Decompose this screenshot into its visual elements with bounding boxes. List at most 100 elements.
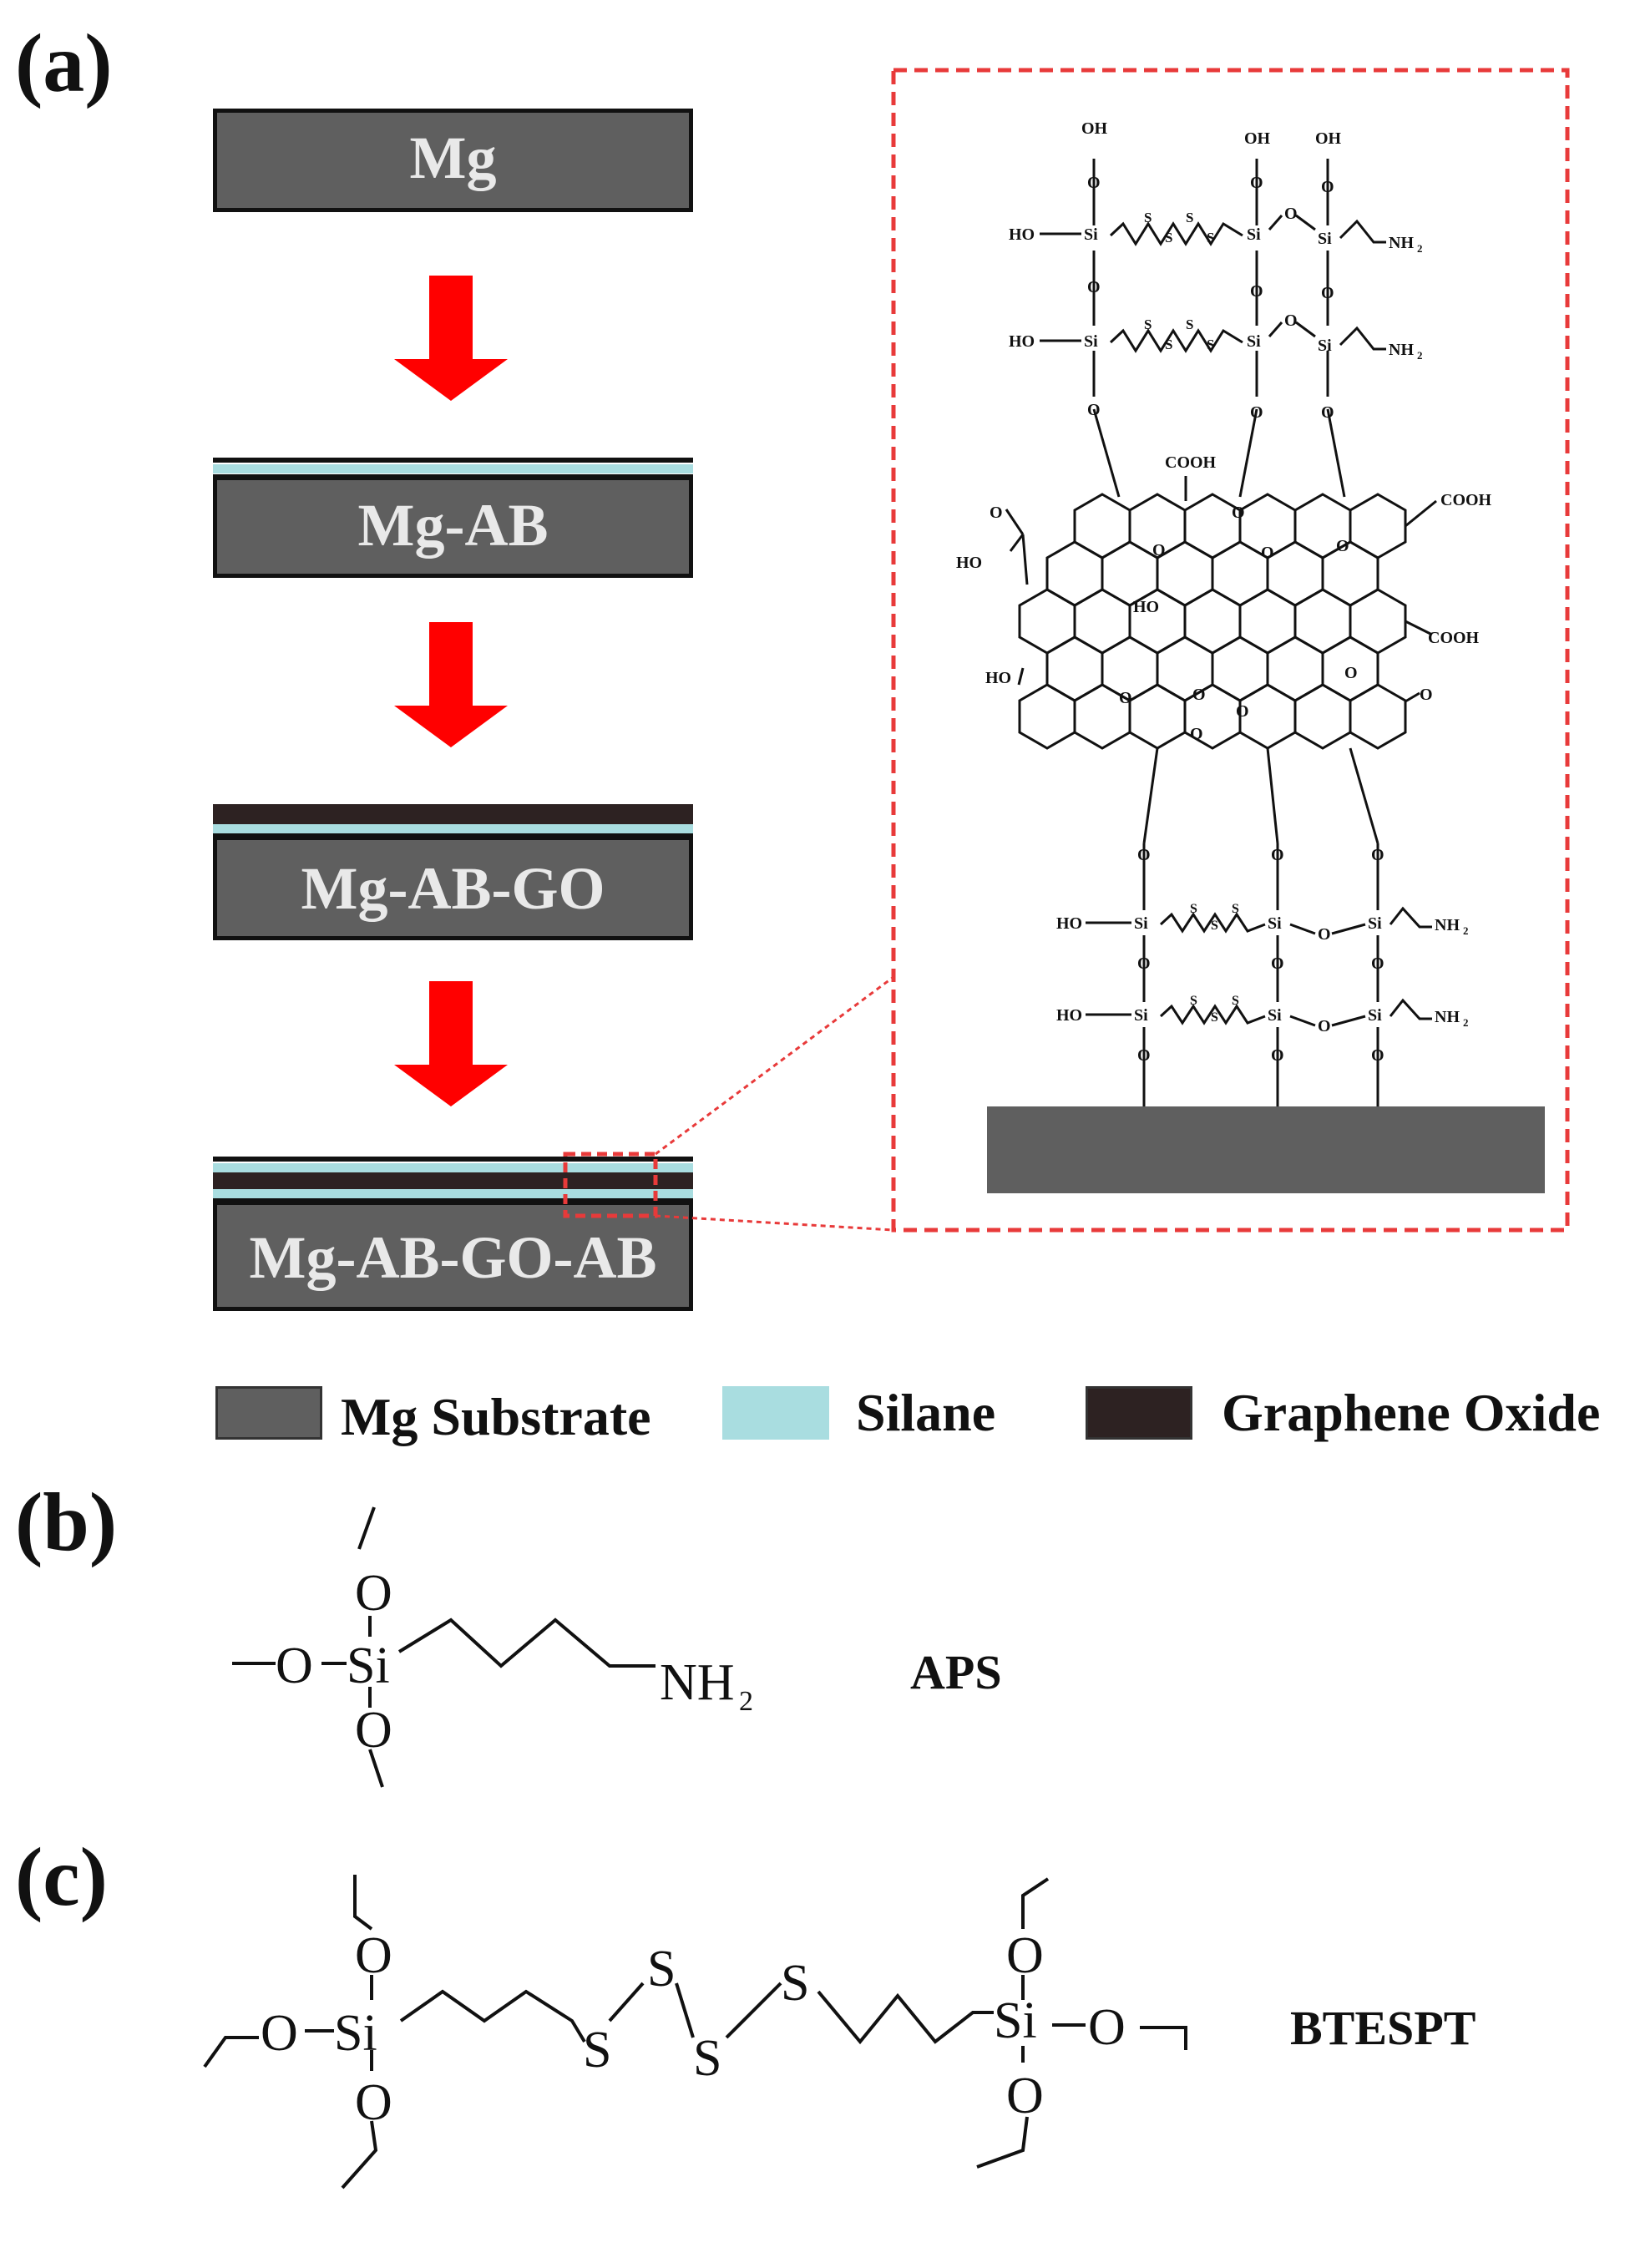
svg-text:S: S (1207, 230, 1214, 246)
btespt-atom-o: O (1006, 1927, 1044, 1984)
aps-atom-o: O (276, 1638, 313, 1694)
panel-label-a: (a) (15, 17, 113, 109)
btespt-atom-si: Si (994, 1992, 1037, 2049)
svg-text:Si: Si (1268, 1006, 1282, 1025)
svg-text:COOH: COOH (1440, 491, 1492, 509)
graphene-oxide-layer (213, 1172, 693, 1189)
svg-text:O: O (1087, 278, 1101, 296)
svg-text:S: S (1190, 994, 1197, 1008)
svg-text:2: 2 (1417, 242, 1423, 255)
down-arrow-icon (394, 981, 508, 1106)
mg-substrate-layer (213, 836, 693, 940)
svg-text:Si: Si (1134, 914, 1148, 933)
svg-text:NH: NH (1389, 341, 1414, 359)
zoom-connector-line (655, 975, 894, 1156)
svg-text:O: O (1137, 954, 1151, 973)
svg-text:O: O (1271, 954, 1284, 973)
zoomed-mg-substrate (987, 1106, 1545, 1193)
separator-line (213, 1198, 693, 1202)
svg-text:O: O (1321, 178, 1334, 196)
svg-text:OH: OH (1315, 129, 1342, 148)
legend-swatch-graphene-oxide (1086, 1386, 1192, 1440)
aps-atom-sub2: 2 (739, 1686, 753, 1717)
svg-text:HO: HO (956, 554, 982, 572)
svg-text:O: O (1250, 282, 1263, 301)
svg-text:O: O (1087, 174, 1101, 192)
svg-text:O: O (1344, 664, 1358, 682)
svg-text:Si: Si (1318, 337, 1332, 355)
separator-line (213, 833, 693, 838)
graphene-oxide-sheet (1018, 493, 1407, 750)
stack-mg-ab-go: Mg-AB-GO (213, 804, 693, 940)
svg-text:S: S (1144, 210, 1152, 225)
svg-text:S: S (1144, 316, 1152, 332)
svg-text:Si: Si (1268, 914, 1282, 933)
svg-text:HO: HO (1009, 225, 1035, 244)
svg-text:COOH: COOH (1165, 453, 1217, 472)
svg-text:O: O (990, 504, 1003, 522)
svg-text:O: O (1284, 205, 1298, 223)
btespt-atom-o: O (1088, 1999, 1126, 2056)
mg-substrate-layer (213, 1201, 693, 1311)
svg-text:HO: HO (1056, 1006, 1082, 1025)
mg-substrate-layer (213, 476, 693, 578)
svg-text:S: S (1190, 902, 1197, 916)
zoom-detail-box (891, 68, 1570, 1233)
down-arrow-icon (394, 622, 508, 747)
svg-text:O: O (1250, 174, 1263, 192)
svg-text:O: O (1371, 846, 1384, 864)
btespt-atom-si: Si (334, 2005, 377, 2062)
stack-mg-ab: Mg-AB (213, 458, 693, 578)
btespt-atom-s: S (583, 2022, 611, 2078)
btespt-atom-s: S (647, 1941, 676, 1997)
svg-text:S: S (1207, 337, 1214, 352)
aps-atom-o: O (355, 1702, 392, 1759)
btespt-atom-s: S (693, 2030, 721, 2087)
panel-label-b: (b) (15, 1476, 118, 1568)
graphene-oxide-groups (1005, 408, 1437, 844)
svg-text:O: O (1261, 544, 1274, 562)
svg-text:O: O (1321, 284, 1334, 302)
svg-text:O: O (1232, 504, 1245, 522)
svg-text:S: S (1186, 316, 1193, 332)
svg-text:Si: Si (1134, 1006, 1148, 1025)
svg-text:O: O (1271, 1046, 1284, 1065)
svg-text:O: O (1318, 925, 1331, 944)
legend-label-mg-substrate: Mg Substrate (341, 1387, 651, 1446)
stack-top-border (213, 458, 693, 463)
svg-text:O: O (1190, 725, 1203, 743)
svg-text:OH: OH (1244, 129, 1271, 148)
svg-text:HO: HO (985, 669, 1011, 687)
stack-top-border (213, 1157, 693, 1162)
svg-text:O: O (1336, 537, 1349, 555)
svg-text:Si: Si (1247, 332, 1261, 351)
aps-atom-si: Si (347, 1638, 390, 1694)
btespt-atom-o: O (261, 2005, 298, 2062)
svg-text:S: S (1186, 210, 1193, 225)
silane-layer (213, 1189, 693, 1198)
svg-text:HO: HO (1009, 332, 1035, 351)
svg-text:S: S (1165, 230, 1172, 246)
aps-atom-nh: NH (660, 1654, 735, 1711)
aps-label: APS (910, 1645, 1002, 1699)
stack-label-mg-ab: Mg-AB (357, 492, 549, 559)
aps-structure: O O Si O NH 2 APS (232, 1506, 1002, 1788)
svg-text:2: 2 (1417, 349, 1423, 362)
svg-text:O: O (1371, 1046, 1384, 1065)
svg-text:COOH: COOH (1428, 629, 1480, 647)
svg-text:2: 2 (1463, 924, 1469, 937)
silane-layer (213, 1163, 693, 1172)
panel-label-c: (c) (15, 1830, 108, 1923)
bottom-silane-network (1086, 843, 1432, 1106)
svg-text:NH: NH (1435, 916, 1460, 934)
stack-label-mg-ab-go-ab: Mg-AB-GO-AB (249, 1224, 657, 1291)
aps-atom-o: O (355, 1565, 392, 1622)
svg-text:O: O (1371, 954, 1384, 973)
btespt-atom-o: O (355, 1927, 392, 1984)
btespt-atom-s: S (781, 1955, 809, 2012)
svg-text:O: O (1236, 702, 1249, 721)
svg-text:S: S (1211, 919, 1218, 933)
svg-text:O: O (1192, 686, 1206, 704)
